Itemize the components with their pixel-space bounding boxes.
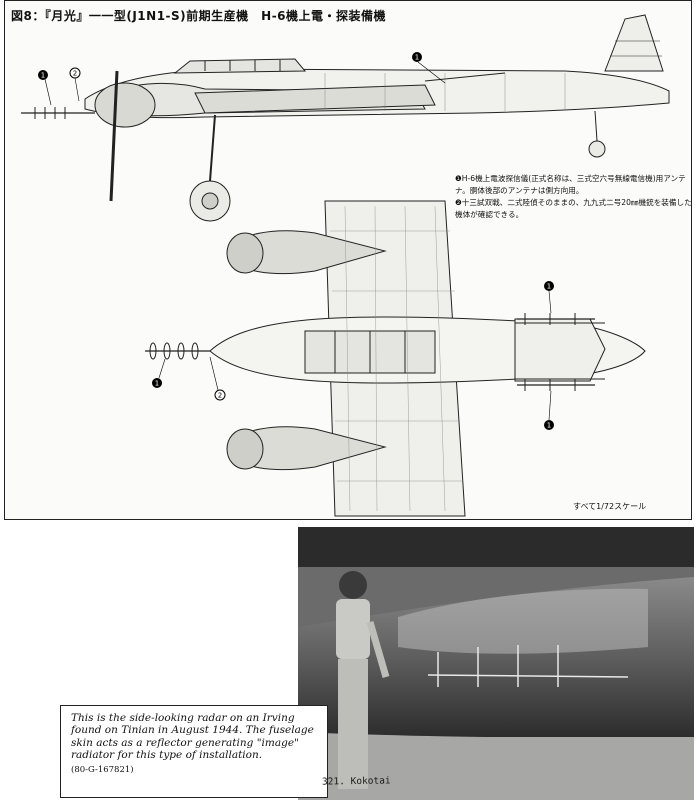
svg-text:2: 2 <box>73 70 77 78</box>
top-view <box>145 200 646 517</box>
svg-text:1: 1 <box>547 422 551 430</box>
drawing-panel: 図8：『月光』一一型(J1N1-S)前期生産機 H-6機上電・探装備機 <box>4 0 692 520</box>
note-1: ❶H-6機上電波探信儀(正式名称は、三式空六号無線電信機)用アンテナ。胴体後部の… <box>455 174 686 195</box>
note-2: ❷十三試双戦、二式陸偵そのままの、九九式二号20㎜機銃を装備した機体が確認できる… <box>455 198 692 219</box>
photo-image <box>298 527 694 800</box>
scale-note: すべて1/72スケール <box>573 502 647 511</box>
svg-text:1: 1 <box>155 380 159 388</box>
photo-caption: This is the side-looking radar on an Irv… <box>60 705 328 798</box>
radar-photo <box>298 527 694 800</box>
svg-text:1: 1 <box>547 283 551 291</box>
svg-text:1: 1 <box>415 54 419 62</box>
caption-text: This is the side-looking radar on an Irv… <box>71 712 314 762</box>
handwritten-note: 321. Kokotai <box>321 775 391 788</box>
figure-notes: ❶H-6機上電波探信儀(正式名称は、三式空六号無線電信機)用アンテナ。胴体後部の… <box>455 173 692 221</box>
callout-marks: 1 2 1 1 1 1 2 <box>38 52 554 430</box>
figure-title: 図8：『月光』一一型(J1N1-S)前期生産機 H-6機上電・探装備機 <box>11 9 387 23</box>
side-view <box>21 14 670 222</box>
aircraft-drawing: 1 2 1 1 1 1 2 <box>21 14 670 517</box>
svg-text:1: 1 <box>41 72 45 80</box>
caption-reference: (80-G-167821) <box>71 764 134 775</box>
svg-text:2: 2 <box>218 392 222 400</box>
